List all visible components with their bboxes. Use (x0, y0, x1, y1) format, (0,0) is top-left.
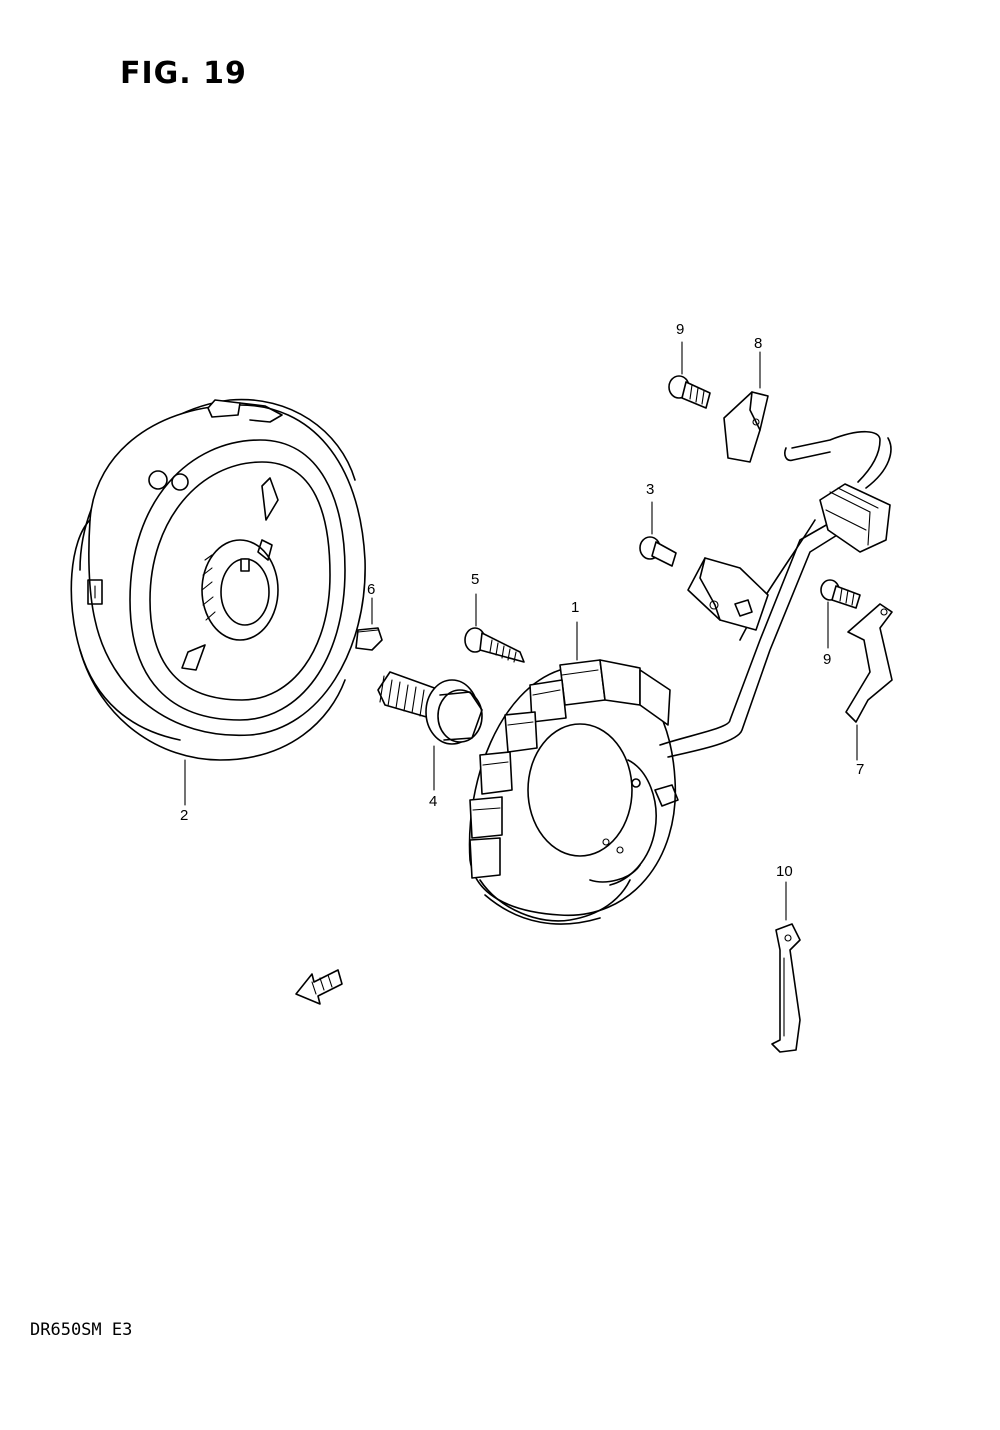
callout-6: 6 (367, 581, 375, 598)
callout-3: 3 (646, 481, 654, 498)
stator-screw (464, 627, 525, 663)
wire-clamp-7 (845, 603, 893, 723)
stator-assembly (468, 659, 679, 925)
clamp-screw-lower (820, 579, 861, 609)
cable-tie (771, 923, 801, 1053)
pickup-coil-screw (639, 536, 677, 567)
wire-clamp-8 (723, 391, 769, 463)
rotor-flywheel (70, 398, 366, 761)
rotor-bolt (377, 671, 483, 745)
callout-9-upper: 9 (676, 321, 684, 338)
callout-4: 4 (429, 793, 437, 810)
callout-8: 8 (754, 335, 762, 352)
model-code: DR650SM E3 (30, 1320, 133, 1340)
callout-7: 7 (856, 761, 864, 778)
figure-title: FIG. 19 (120, 56, 247, 91)
callout-2: 2 (180, 807, 188, 824)
callout-5: 5 (471, 571, 479, 588)
callout-10: 10 (776, 863, 793, 880)
clamp-screw-upper (668, 375, 711, 409)
callout-9-lower: 9 (823, 651, 831, 668)
front-direction-arrow-icon (295, 969, 343, 1005)
woodruff-key (355, 627, 383, 651)
callout-1: 1 (571, 599, 579, 616)
pickup-coil (687, 557, 769, 631)
